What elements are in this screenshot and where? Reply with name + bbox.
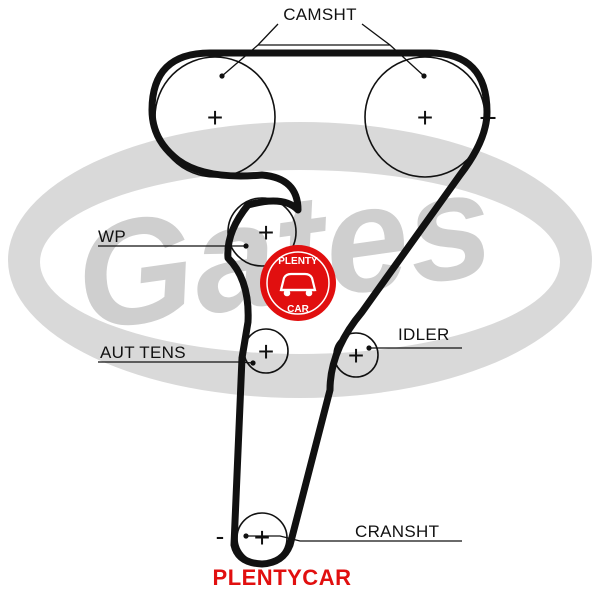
badge-top-text: PLENTY — [278, 256, 318, 267]
auto-tensioner-leader — [98, 361, 254, 364]
labels: CAMSHT WP AUT TENS IDLER CRANSHT — [98, 5, 450, 541]
idler-label: IDLER — [398, 325, 450, 344]
badge-ring — [266, 251, 330, 315]
car-icon — [279, 272, 317, 297]
auto-tensioner-center: + — [258, 336, 274, 367]
leader-lines — [98, 23, 462, 542]
water-pump-center: + — [258, 217, 274, 248]
camshaft-right-center: + — [417, 102, 433, 133]
timing-belt — [148, 49, 491, 568]
water-pump-label: WP — [98, 227, 126, 246]
auto-tensioner-label: AUT TENS — [100, 343, 186, 362]
crankshaft-minus-mark: - — [216, 521, 225, 551]
crankshaft-center: + — [254, 522, 270, 553]
camshaft-minus-marks: -- — [479, 101, 496, 131]
camshaft-label: CAMSHT — [283, 5, 357, 24]
badge-bottom-text: CAR — [287, 304, 309, 315]
footer-watermark: PLENTYCAR — [213, 565, 352, 590]
badge-circle — [260, 245, 336, 321]
center-marks: + + + + + + — [207, 102, 433, 553]
watermark-badge: PLENTY CAR — [260, 245, 336, 321]
crankshaft-leader — [246, 535, 462, 542]
water-pump-pulley — [227, 197, 297, 267]
crankshaft-label: CRANSHT — [355, 522, 439, 541]
camshaft-left-center: + — [207, 102, 223, 133]
idler-center: + — [348, 340, 364, 371]
